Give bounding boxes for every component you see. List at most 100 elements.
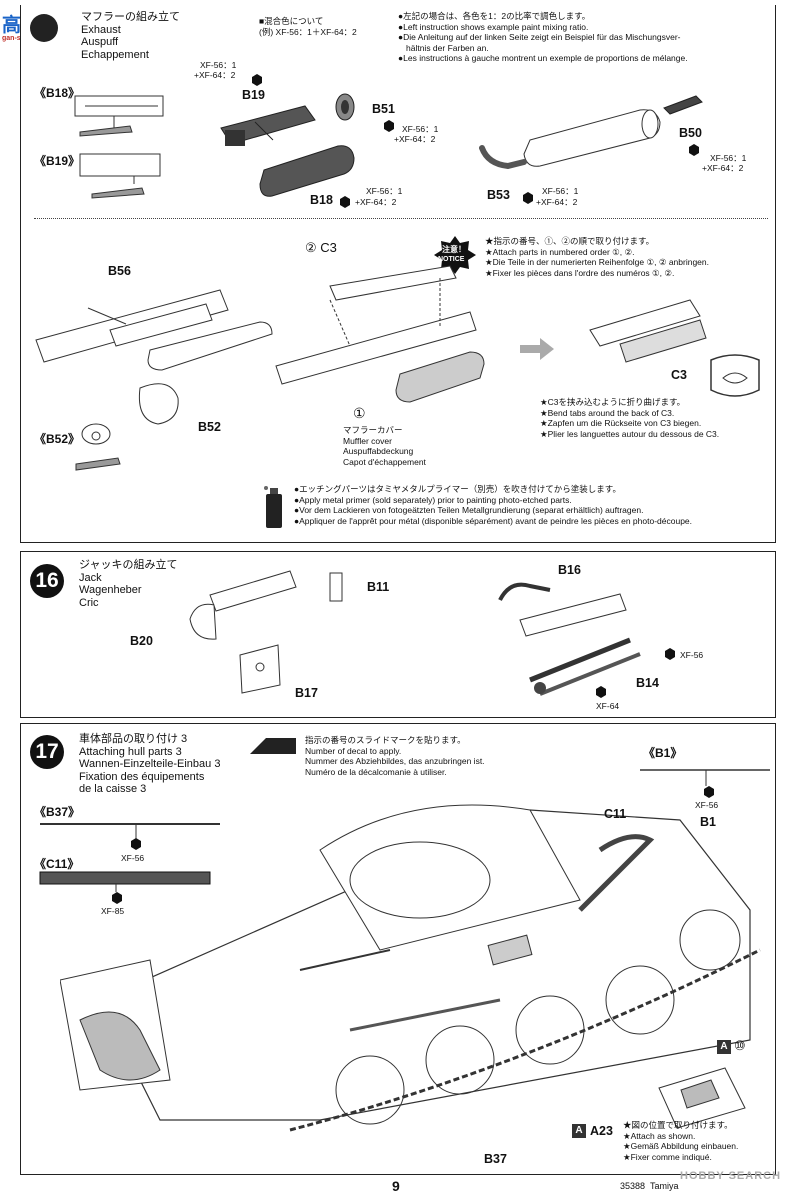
- paint-b53-2: +XF-64：2: [536, 197, 578, 207]
- part-b18: B18: [310, 193, 333, 207]
- mix-line: ●Les instructions à gauche montrent un e…: [398, 53, 688, 63]
- muffler-cover-detail: [710, 354, 760, 397]
- mix-line: hältnis der Farben an.: [406, 42, 489, 53]
- step16-title-en: Jack: [79, 571, 102, 584]
- part-b51: B51: [372, 102, 395, 116]
- paint-b1: XF-56: [695, 800, 719, 810]
- step-two-c3: ② C3: [305, 240, 337, 255]
- paint-hex-icon: [665, 648, 675, 660]
- paint-hex-icon: [252, 74, 262, 86]
- callout-b1: 《B1》: [643, 746, 683, 760]
- endcap-b51: [335, 93, 355, 121]
- notice-badge-top: 注意！: [442, 245, 466, 254]
- paint-b50-2: +XF-64：2: [702, 163, 744, 173]
- attach-line: ★図の位置で取り付けます。: [623, 1120, 733, 1130]
- step17-title-ja: 車体部品の取り付け 3: [79, 733, 188, 745]
- bend-line: ★C3を挟み込むように折り曲げます。: [540, 397, 686, 407]
- notice-badge-bottom: NOTICE: [438, 256, 465, 263]
- primer-line: ●Vor dem Lackieren von fotogeätzten Teil…: [294, 505, 644, 515]
- part-b17: B17: [295, 686, 318, 700]
- primer-line: ●エッチングパーツはタミヤメタルプライマー（別売）を吹き付けてから塗装します。: [294, 484, 621, 494]
- notice-line: ★指示の番号、①、②の順で取り付けます。: [485, 236, 655, 246]
- decal-line: 指示の番号のスライドマークを貼ります。: [305, 735, 466, 745]
- attach-line: ★Fixer comme indiqué.: [623, 1151, 712, 1162]
- callout-b19: 《B19》: [34, 154, 81, 168]
- paint-b19-2: +XF-64：2: [194, 70, 236, 80]
- step16-title: ジャッキの組み立て Jack Wagenheber Cric: [79, 559, 177, 609]
- c3-detail: [589, 299, 707, 363]
- footer-code: 35388: [620, 1181, 646, 1191]
- paint-xf64: XF-64: [596, 701, 620, 711]
- attach-line: ★Gemäß Abbildung einbauen.: [623, 1141, 739, 1151]
- bend-line: ★Plier les languettes autour du dessous …: [540, 428, 720, 439]
- part-b20: B20: [130, 634, 153, 648]
- step16-title-ja: ジャッキの組み立て: [79, 559, 178, 571]
- paint-c11: XF-85: [101, 906, 125, 916]
- step17-title-de: Wannen-Einzelteile-Einbau 3: [79, 758, 221, 770]
- bend-note: ★C3を挟み込むように折り曲げます。 ★Bend tabs around the…: [540, 397, 719, 439]
- paint-b37: XF-56: [121, 853, 145, 863]
- part-c11: C11: [604, 807, 627, 821]
- panel-exhaust: [20, 5, 776, 543]
- paint-hex-icon: [112, 892, 122, 904]
- spray-can-icon: [264, 486, 282, 528]
- mix-line: ●Die Anleitung auf der linken Seite zeig…: [398, 32, 681, 42]
- arrow-right-icon: [520, 338, 554, 360]
- footer-site-mark: HOBBY SEARCH: [680, 1170, 782, 1182]
- decal-placement-detail: [658, 1067, 746, 1129]
- assembled-muffler: [523, 109, 661, 167]
- panel-step16: [20, 551, 776, 718]
- callout-b18: 《B18》: [34, 86, 81, 100]
- title-fr: Echappement: [81, 48, 149, 61]
- b52-sprue-detail: [75, 423, 121, 471]
- jack-parts: [189, 570, 343, 694]
- paint-b53-1: XF-56：1: [542, 186, 579, 196]
- guard-assembly-b56: [35, 289, 273, 425]
- bend-line: ★Bend tabs around the back of C3.: [540, 407, 675, 418]
- decal-line: Nummer des Abziehbildes, das anzubringen…: [305, 756, 485, 766]
- muffler-cover-line: Muffler cover: [343, 435, 392, 446]
- paint-hex-icon: [689, 144, 699, 156]
- step17-title-en: Attaching hull parts 3: [79, 745, 182, 758]
- step16-title-fr: Cric: [79, 596, 99, 609]
- callout-c11: 《C11》: [34, 857, 80, 871]
- decal-line: Numéro de la décalcomanie à utiliser.: [305, 766, 447, 777]
- mix-note-example: (例) XF-56：1＋XF-64：2: [259, 26, 357, 37]
- step17-title: 車体部品の取り付け 3 Attaching hull parts 3 Wanne…: [79, 733, 220, 796]
- part-b14: B14: [636, 676, 659, 690]
- c11-sprue-detail: [39, 871, 211, 892]
- b18-sprue-detail: [74, 95, 164, 137]
- title-ja: マフラーの組み立て: [81, 11, 180, 23]
- b1-sprue-detail: [640, 769, 770, 786]
- muffler-cover-label: マフラーカバー Muffler cover Auspuffabdeckung C…: [343, 425, 426, 467]
- decal-tag-a: A: [717, 1040, 731, 1054]
- mix-note: ■混合色について (例) XF-56：1＋XF-64：2: [259, 16, 357, 37]
- attach-line: ★Attach as shown.: [623, 1130, 696, 1141]
- paint-b18-2: +XF-64：2: [355, 197, 397, 207]
- attach-note: ★図の位置で取り付けます。 ★Attach as shown. ★Gemäß A…: [623, 1120, 738, 1162]
- muffler-body-b18: [259, 145, 355, 197]
- bend-line: ★Zapfen um die Rückseite von C3 biegen.: [540, 418, 702, 428]
- step15-marker: [30, 14, 58, 42]
- notice-text: ★指示の番号、①、②の順で取り付けます。 ★Attach parts in nu…: [485, 236, 709, 278]
- paint-hex-icon: [596, 686, 606, 698]
- step17-title-fr2: de la caisse 3: [79, 783, 147, 795]
- part-c3-right: C3: [671, 368, 687, 382]
- b19-sprue-detail: [79, 153, 161, 199]
- part-b37: B37: [484, 1152, 507, 1166]
- notice-line: ★Fixer les pièces dans l'ordre des numér…: [485, 267, 675, 278]
- step17-number: 17: [30, 735, 64, 769]
- paint-b50-1: XF-56：1: [710, 153, 747, 163]
- notice-line: ★Die Teile in der numerierten Reihenfolg…: [485, 257, 709, 267]
- step16-number: 16: [30, 564, 64, 598]
- step17-title-fr1: Fixation des équipements: [79, 770, 205, 783]
- paint-hex-icon: [704, 786, 714, 798]
- part-b16: B16: [558, 563, 581, 577]
- part-b52: B52: [198, 420, 221, 434]
- title-en: Exhaust: [81, 23, 121, 36]
- paint-xf56: XF-56: [680, 650, 704, 660]
- decal-line: Number of decal to apply.: [305, 745, 402, 756]
- notice-line: ★Attach parts in numbered order ①, ②.: [485, 246, 635, 257]
- tailpipe-b50: [663, 95, 703, 115]
- mix-note-heading: ■混合色について: [259, 16, 324, 26]
